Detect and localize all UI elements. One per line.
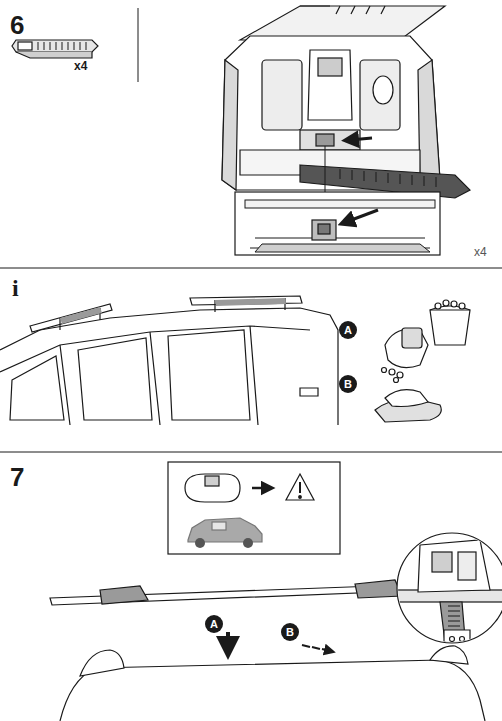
cloth-icon [375,390,441,422]
rib [68,42,69,50]
divider [0,452,502,453]
rib [44,42,45,50]
step-badge: B [281,623,299,641]
rib [364,171,365,181]
rib [74,42,75,50]
zoom-detail [395,533,502,650]
divider [138,8,139,82]
rib [412,175,413,185]
step-badge: A [205,615,223,633]
step-letter: A [344,325,352,336]
divider [0,268,502,269]
rib [340,169,341,179]
rib [448,611,460,612]
rib [352,170,353,180]
rib [50,42,51,50]
step-badge: B [339,375,357,393]
roof-rail-highlight [60,298,286,324]
info-icon: i [12,276,19,300]
step-letter: B [344,379,352,390]
rib [62,42,63,50]
rib [86,42,87,50]
rib [424,176,425,186]
step-letter: A [210,619,218,630]
rib [56,42,57,50]
quantity-label: x4 [474,246,487,258]
step-number: 7 [10,464,24,490]
rack-foot [222,6,470,255]
car-roof [60,646,485,721]
car-outline [0,296,338,425]
quantity-label: x4 [74,60,87,72]
warning-inset [168,462,340,554]
rib [436,177,437,187]
rib [376,172,377,182]
rib [38,42,39,50]
step-letter: B [286,627,294,638]
wash-icon [382,300,471,383]
motion-arrows [228,632,330,651]
step-badge: A [339,321,357,339]
rib [448,626,460,627]
crossbar [50,580,455,620]
step-number: 6 [10,12,24,38]
rib [448,606,460,607]
rib [448,621,460,622]
rib [80,42,81,50]
rib [400,174,401,184]
rib [388,173,389,183]
rib [448,616,460,617]
strap-icon [12,40,98,58]
